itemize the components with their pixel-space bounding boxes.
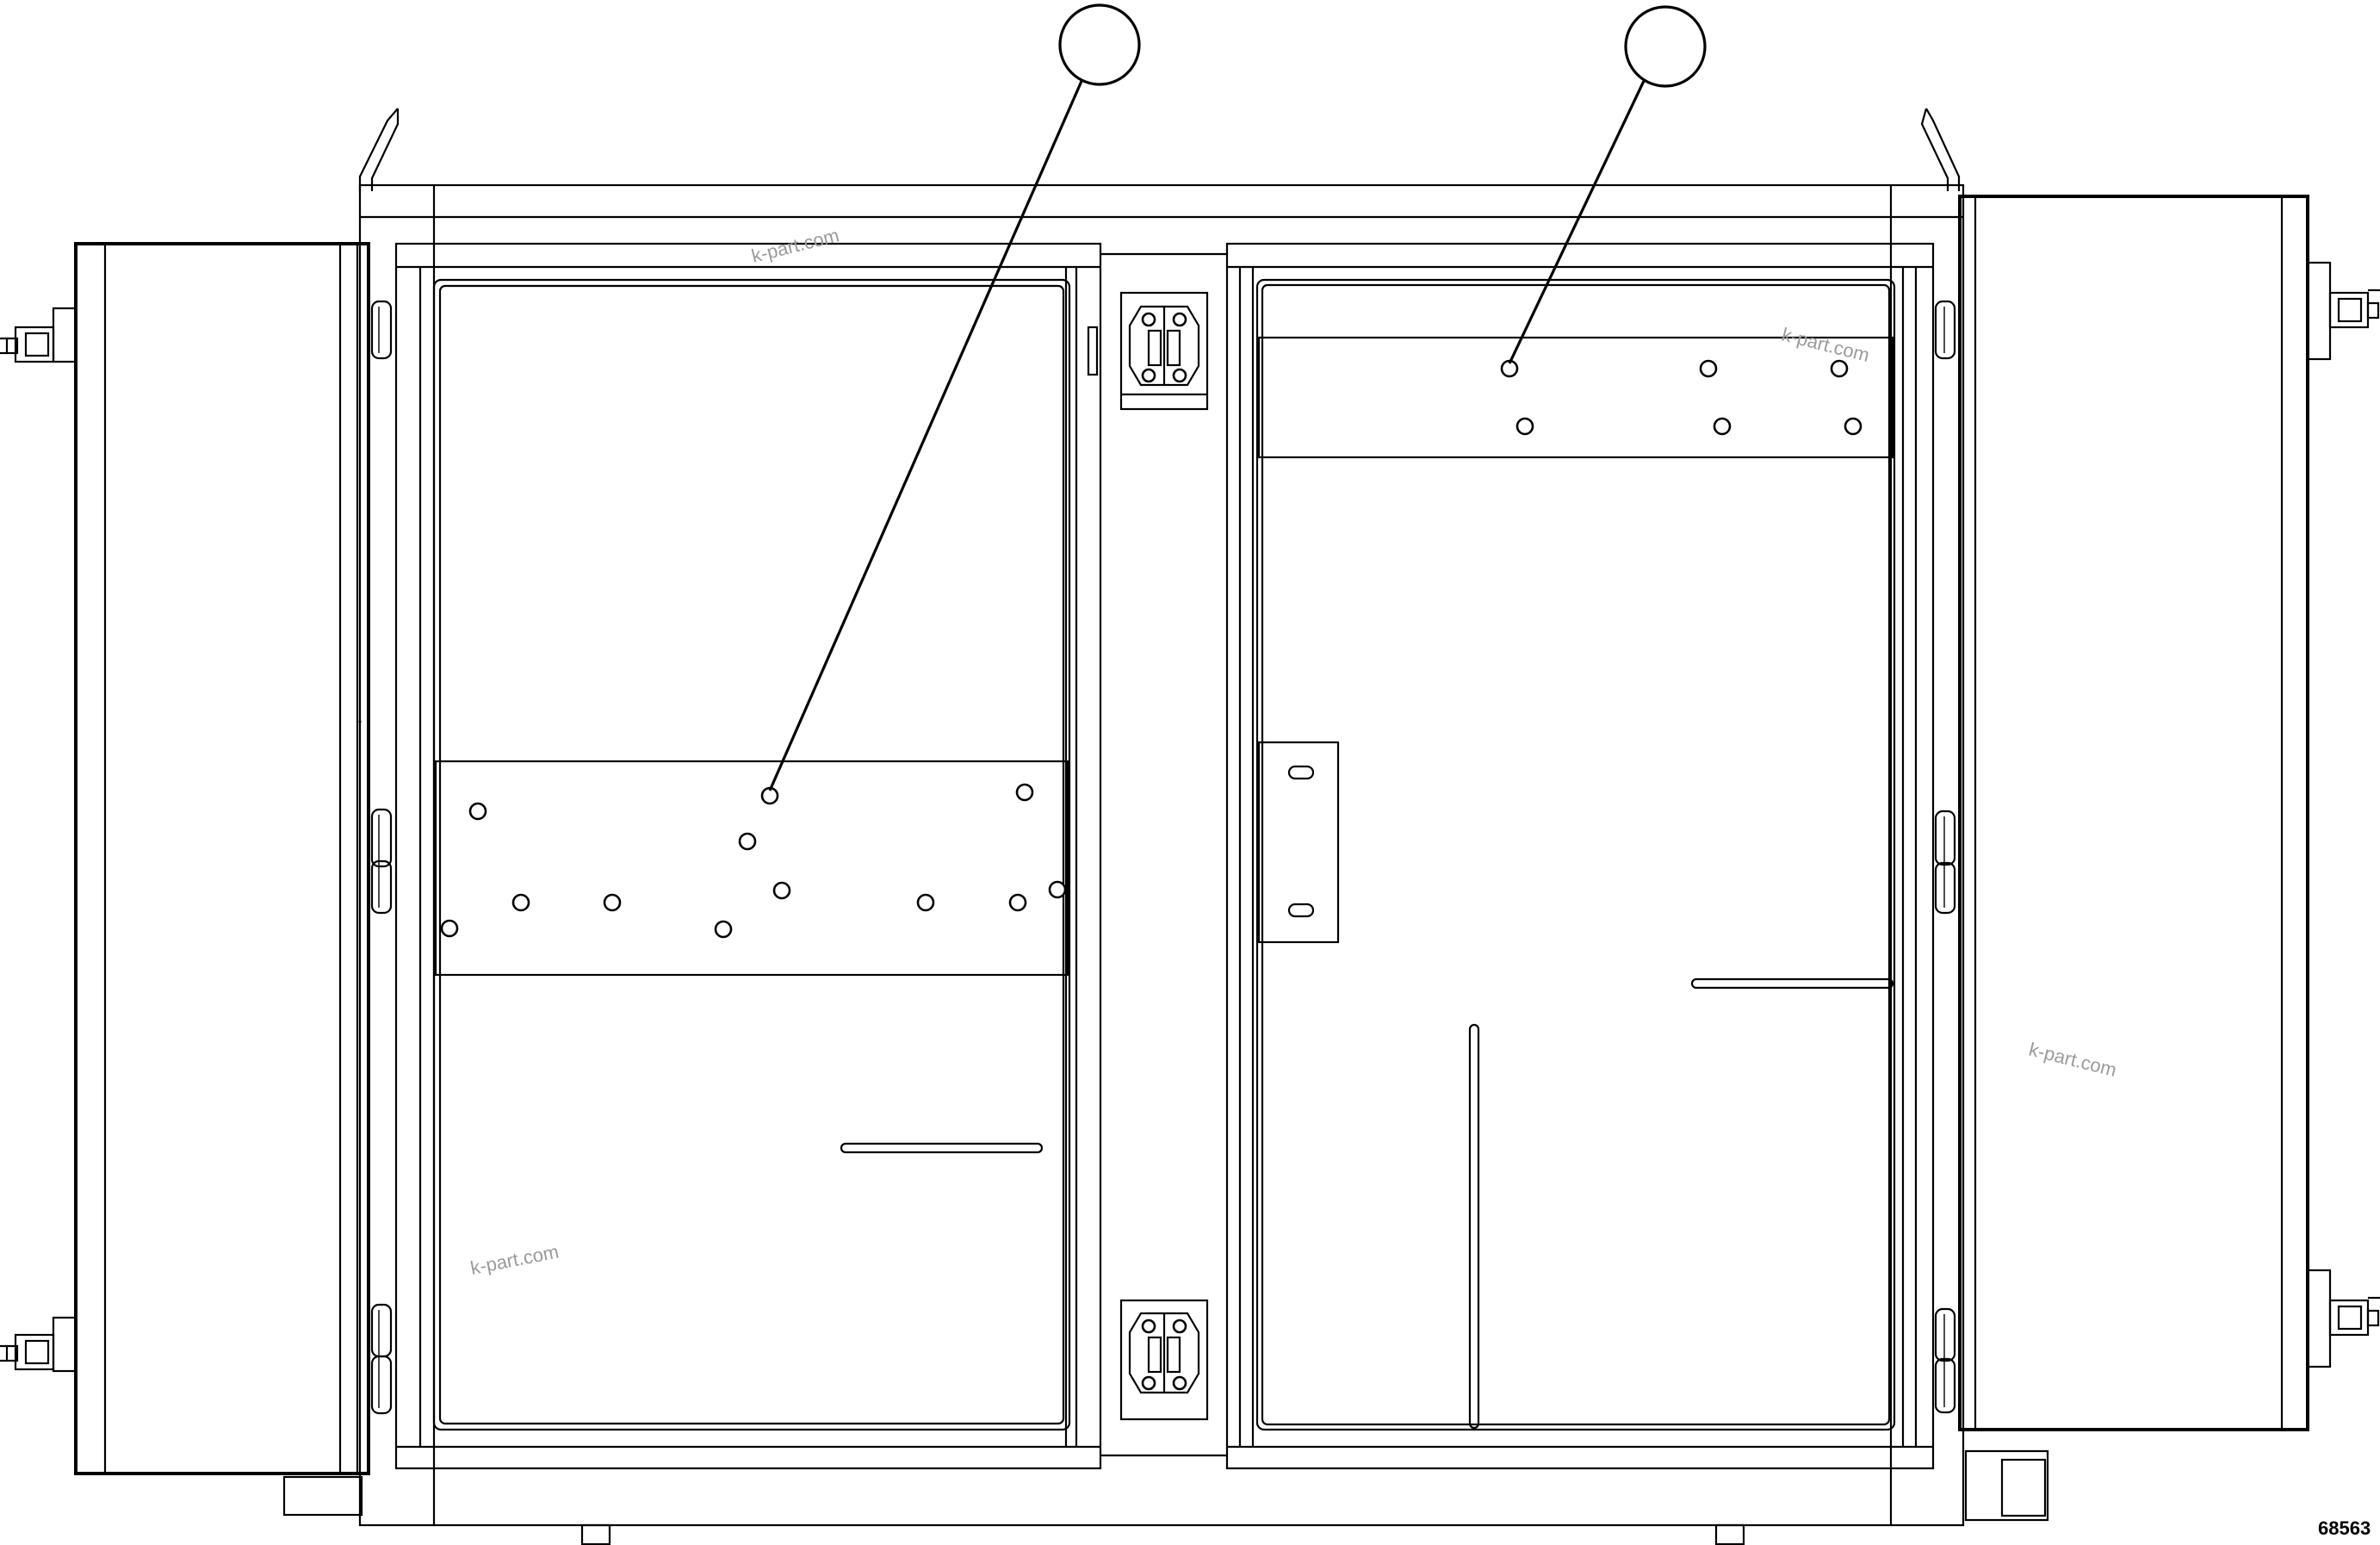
left-plate-holes — [440, 783, 1067, 939]
latch-top-left — [0, 307, 77, 363]
watermark: k-part.com — [1780, 324, 1872, 366]
main-housing — [282, 108, 2049, 1545]
hinges-right — [1934, 300, 1956, 1414]
right-plate-holes — [1500, 359, 1862, 436]
callout-left — [768, 3, 1141, 791]
left-mounting-plate — [434, 760, 1069, 977]
right-slot-horizontal — [1690, 977, 1894, 990]
left-slot — [840, 1142, 1044, 1154]
right-mounting-plate — [1257, 336, 1894, 459]
left-bay — [394, 242, 1102, 1470]
right-door — [1934, 195, 2380, 1431]
watermark: k-part.com — [2027, 1039, 2119, 1081]
hinges-left — [370, 300, 393, 1415]
right-slot-vertical — [1468, 1023, 1480, 1430]
center-connector-bottom — [1119, 1299, 1209, 1421]
left-door — [0, 242, 393, 1475]
figure-number: 68563 — [2318, 1517, 2371, 1539]
watermark: k-part.com — [749, 224, 841, 266]
right-bay — [1225, 242, 1935, 1470]
callout-right — [1508, 5, 1707, 364]
center-connector-top — [1119, 291, 1209, 411]
watermark: k-part.com — [468, 1241, 561, 1279]
latch-top-right — [2306, 261, 2380, 361]
right-side-bracket — [1257, 741, 1340, 944]
latch-bottom-right — [2306, 1269, 2380, 1368]
center-column — [1100, 252, 1227, 1457]
latch-bottom-left — [0, 1316, 77, 1373]
